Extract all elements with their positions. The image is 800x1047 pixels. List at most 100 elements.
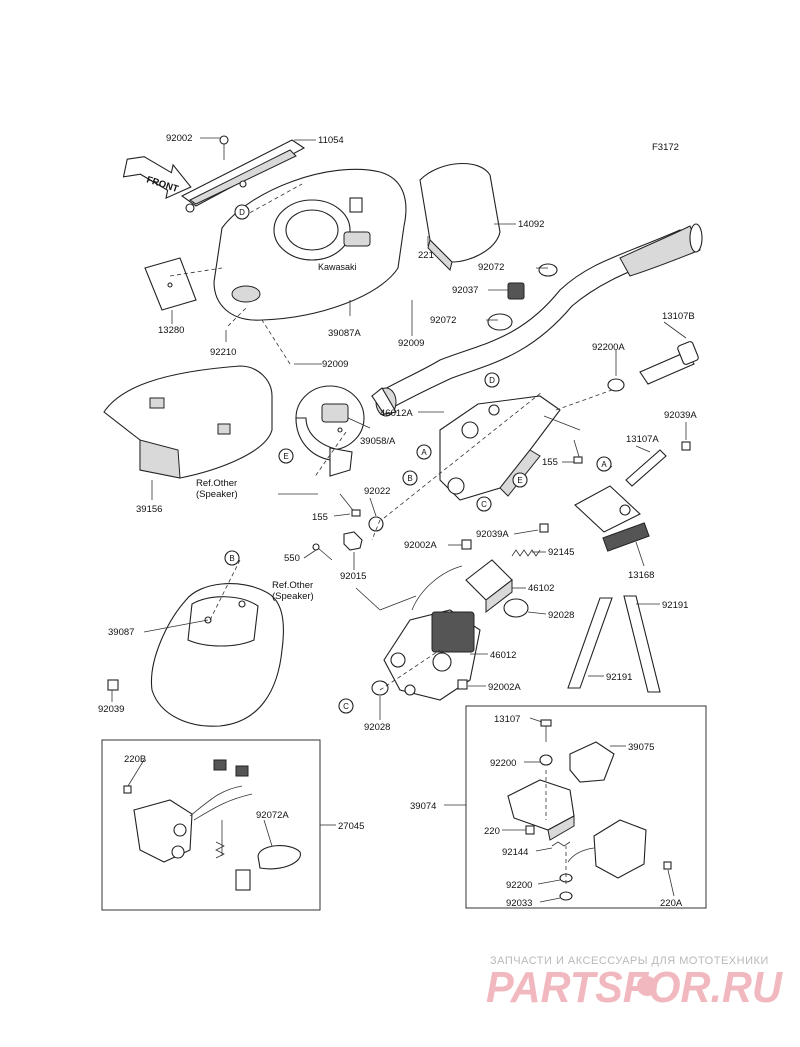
- part-label: 14092: [518, 219, 544, 230]
- part-label: 92028: [364, 722, 390, 733]
- callout-letter: C: [481, 500, 487, 509]
- plate-drawing: [144, 257, 197, 311]
- bolt-92002a-lower-drawing: [457, 679, 468, 690]
- part-label: 39074: [410, 801, 436, 812]
- lower-cover-drawing: [103, 365, 273, 479]
- pin-550-drawing: [312, 543, 333, 561]
- callout-letter: C: [343, 702, 349, 711]
- handlebar-drawing: [371, 223, 703, 417]
- part-label: 92033: [506, 898, 532, 909]
- svg-text:Kawasaki: Kawasaki: [318, 262, 357, 272]
- callout-letter: D: [489, 376, 495, 385]
- part-label: 92002A: [488, 682, 521, 693]
- cable-drawing: [411, 565, 463, 611]
- part-label: 155: [312, 512, 328, 523]
- throttle-body-46102-drawing: [465, 559, 513, 614]
- part-label: 92072: [478, 262, 504, 273]
- part-label: 46102: [528, 583, 554, 594]
- part-label: 92144: [502, 847, 528, 858]
- washer-92028-upper-drawing: [503, 598, 529, 618]
- bolt-155-lower-drawing: [339, 493, 361, 517]
- part-label: 92200: [490, 758, 516, 769]
- part-label: 220A: [660, 898, 683, 909]
- leader-lines: [111, 137, 687, 903]
- part-label: 92200A: [592, 342, 625, 353]
- nut-92015-drawing: [343, 531, 363, 551]
- part-labels: 92002 11054 14092 221 92072 92037 92072 …: [98, 133, 697, 909]
- callout-letter: E: [517, 476, 522, 485]
- part-label: 92210: [210, 347, 236, 358]
- part-label: 92145: [548, 547, 574, 558]
- meter-drawing: [295, 385, 365, 477]
- part-label: 92072: [430, 315, 456, 326]
- part-label: 13280: [158, 325, 184, 336]
- figure-code: F3172: [652, 142, 679, 153]
- part-label: 92200: [506, 880, 532, 891]
- watermark-tagline: ЗАПЧАСТИ И АКСЕССУАРЫ ДЛЯ МОТОТЕХНИКИ: [490, 955, 769, 967]
- part-label: 13107A: [626, 434, 659, 445]
- steering-holder-lower-drawing: [383, 609, 481, 701]
- reference-dashes: [169, 183, 613, 884]
- cover-39087-drawing: [150, 583, 284, 727]
- callout-letter: D: [239, 208, 245, 217]
- part-label: 92015: [340, 571, 366, 582]
- part-label: 46012A: [380, 408, 413, 419]
- part-label: 92191: [606, 672, 632, 683]
- spring-92145-drawing: [511, 549, 541, 557]
- part-label: 92028: [548, 610, 574, 621]
- part-label: 92037: [452, 285, 478, 296]
- part-label: 39075: [628, 742, 654, 753]
- part-label: 92039A: [476, 529, 509, 540]
- part-label: 92039: [98, 704, 124, 715]
- bolt-92002a-upper-drawing: [461, 539, 472, 550]
- switch-assembly-box: [101, 739, 321, 911]
- part-label: Ref.Other: [196, 478, 237, 489]
- part-label: 92191: [662, 600, 688, 611]
- part-label: Ref.Other: [272, 580, 313, 591]
- part-label: 92002: [166, 133, 192, 144]
- front-arrow-icon: [122, 156, 192, 200]
- switch-27045-drawing: [133, 759, 301, 891]
- callout-letter: A: [601, 460, 607, 469]
- washer-92028-lower-drawing: [371, 680, 389, 696]
- steering-holder-upper-drawing: [439, 395, 581, 501]
- callout-circles: [224, 204, 612, 714]
- grip-92191-drawings: [567, 595, 661, 693]
- part-label: 221: [418, 250, 434, 261]
- pin-13107a-drawing: [625, 449, 667, 487]
- part-label: 220B: [124, 754, 146, 765]
- washer-92022-drawing: [368, 516, 384, 532]
- part-label: (Speaker): [272, 591, 314, 602]
- part-label: 92072A: [256, 810, 289, 821]
- part-label: 92009: [322, 359, 348, 370]
- part-label: (Speaker): [196, 489, 238, 500]
- callout-letter: B: [407, 474, 412, 483]
- watermark-logo: [637, 976, 657, 996]
- callout-letter: B: [229, 554, 234, 563]
- part-label: 46012: [490, 650, 516, 661]
- watermark-brand: PARTSFOR.RU: [486, 963, 783, 1012]
- top-bracket-drawing: [180, 135, 306, 213]
- part-label: 220: [484, 826, 500, 837]
- part-label: 550: [284, 553, 300, 564]
- part-label: 39156: [136, 504, 162, 515]
- callout-letter: E: [283, 452, 288, 461]
- part-label: 13168: [628, 570, 654, 581]
- part-label: 92009: [398, 338, 424, 349]
- clamp-drawings: [487, 263, 558, 331]
- part-label: 39087: [108, 627, 134, 638]
- part-label: 39087A: [328, 328, 361, 339]
- part-label: 13107: [494, 714, 520, 725]
- part-label: 39058/A: [360, 436, 396, 447]
- part-label: 92022: [364, 486, 390, 497]
- pad-drawing: [419, 163, 501, 271]
- part-label: 92002A: [404, 540, 437, 551]
- part-label: 155: [542, 457, 558, 468]
- drawings: Kawasaki: [101, 135, 707, 996]
- part-label: 27045: [338, 821, 364, 832]
- steering-cover-drawing: Kawasaki: [213, 168, 407, 321]
- part-label: 92039A: [664, 410, 697, 421]
- part-label: 13107B: [662, 311, 695, 322]
- part-label: 11054: [318, 135, 344, 146]
